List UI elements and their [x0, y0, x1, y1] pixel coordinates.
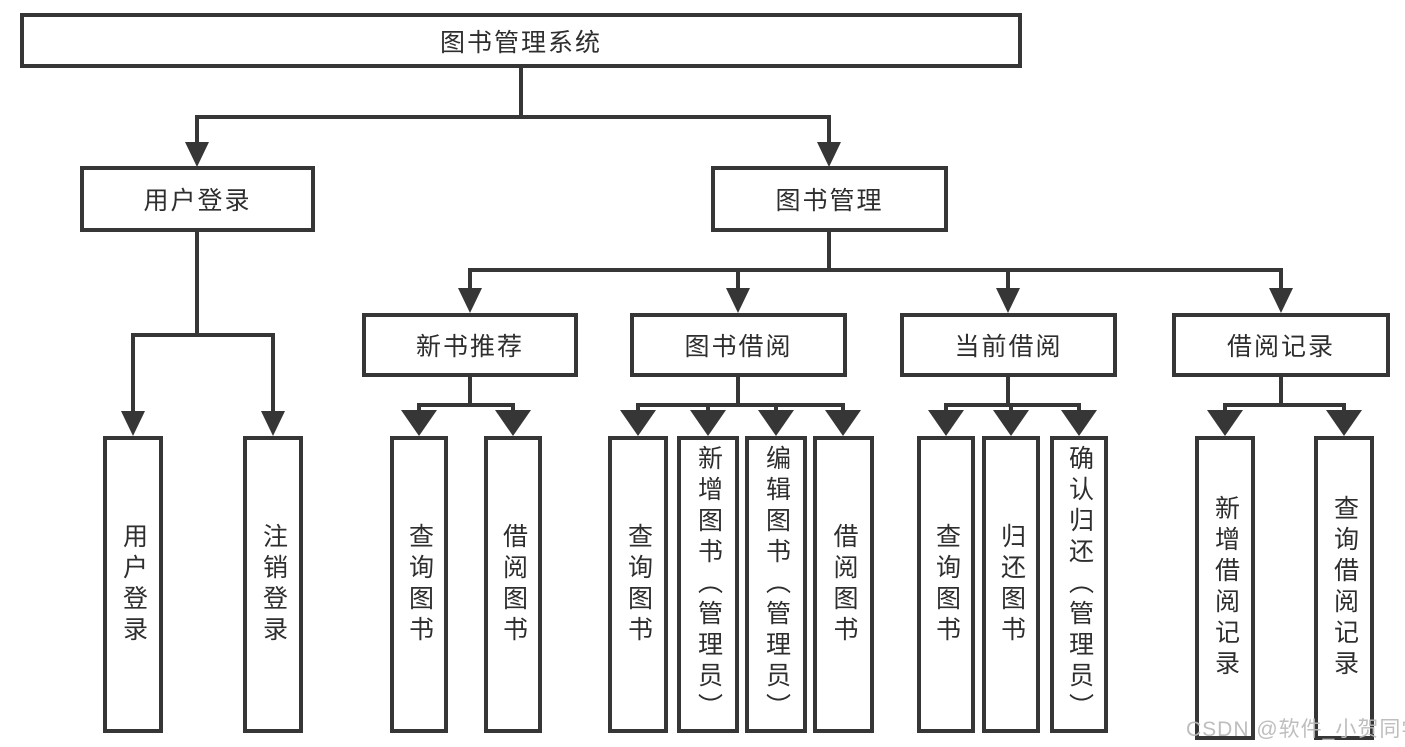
leaf-label: 编辑图书（管理员）: [762, 445, 791, 724]
connector-line: [417, 403, 515, 407]
leaf-label: 借阅图书: [830, 522, 858, 647]
leaf-label: 借阅图书: [499, 522, 528, 647]
leaf-label: 新增借阅记录: [1211, 495, 1240, 681]
connector-line: [195, 115, 831, 119]
leaf-recommend-borrow-books: 借阅图书: [484, 436, 542, 733]
arrowhead-down-icon: [495, 410, 531, 436]
node-label: 当前借阅: [954, 333, 1063, 361]
arrowhead-down-icon: [758, 410, 794, 436]
leaf-label: 确认归还（管理员）: [1065, 445, 1094, 724]
leaf-label: 归还图书: [997, 522, 1026, 647]
connector-line: [827, 115, 831, 145]
leaf-current-return-books: 归还图书: [982, 436, 1040, 733]
connector-line: [1279, 268, 1283, 290]
leaf-label: 新增图书（管理员）: [694, 445, 723, 724]
leaf-label: 查询图书: [624, 522, 653, 647]
node-book-borrowing: 图书借阅: [630, 313, 847, 377]
connector-line: [468, 268, 472, 290]
arrowhead-down-icon: [620, 410, 656, 436]
connector-line: [519, 66, 523, 118]
connector-line: [468, 268, 1283, 272]
connector-line: [1342, 403, 1346, 413]
connector-line: [131, 333, 275, 337]
connector-line: [636, 403, 845, 407]
leaf-current-confirm-return-admin: 确认归还（管理员）: [1050, 436, 1108, 733]
arrowhead-down-icon: [185, 142, 209, 167]
connector-line: [195, 115, 199, 145]
arrowhead-down-icon: [1326, 410, 1362, 436]
leaf-label: 查询图书: [932, 522, 961, 647]
node-current-borrowing: 当前借阅: [900, 313, 1117, 377]
leaf-borrow-borrow-books: 借阅图书: [813, 436, 874, 733]
node-label: 图书管理系统: [439, 28, 602, 57]
connector-line: [636, 403, 640, 413]
arrowhead-down-icon: [1207, 410, 1243, 436]
node-label: 新书推荐: [415, 333, 524, 361]
arrowhead-down-icon: [401, 410, 437, 436]
arrowhead-down-icon: [458, 288, 482, 313]
connector-line: [736, 268, 740, 290]
node-new-book-recommendation: 新书推荐: [362, 313, 578, 377]
leaf-logout: 注销登录: [243, 436, 303, 733]
connector-line: [1006, 268, 1010, 290]
arrowhead-down-icon: [726, 288, 750, 313]
connector-line: [195, 230, 199, 337]
leaf-label: 查询图书: [405, 522, 434, 647]
node-label: 用户登录: [143, 187, 252, 215]
leaf-current-query-books: 查询图书: [917, 436, 975, 733]
connector-line: [841, 403, 845, 413]
connector-line: [1077, 403, 1081, 413]
arrowhead-down-icon: [1269, 288, 1293, 313]
connector-line: [511, 403, 515, 413]
leaf-borrow-query-books: 查询图书: [608, 436, 668, 733]
leaf-label: 注销登录: [259, 522, 288, 647]
leaf-records-query-borrow-record: 查询借阅记录: [1314, 436, 1374, 740]
connector-line: [1223, 403, 1227, 413]
arrowhead-down-icon: [825, 410, 861, 436]
arrowhead-down-icon: [928, 410, 964, 436]
arrowhead-down-icon: [690, 410, 726, 436]
arrowhead-down-icon: [996, 288, 1020, 313]
connector-line: [468, 375, 472, 407]
connector-line: [131, 333, 135, 413]
node-book-management: 图书管理: [711, 166, 948, 232]
connector-line: [774, 403, 778, 413]
node-user-login: 用户登录: [80, 166, 315, 232]
connector-line: [706, 403, 710, 413]
connector-line: [417, 403, 421, 413]
leaf-records-add-borrow-record: 新增借阅记录: [1195, 436, 1255, 740]
leaf-label: 查询借阅记录: [1330, 495, 1359, 681]
node-label: 图书借阅: [684, 333, 793, 361]
connector-line: [271, 333, 275, 413]
leaf-user-login: 用户登录: [103, 436, 163, 733]
connector-line: [1279, 375, 1283, 407]
leaf-recommend-query-books: 查询图书: [390, 436, 448, 733]
arrowhead-down-icon: [261, 411, 285, 436]
leaf-borrow-edit-books-admin: 编辑图书（管理员）: [745, 436, 807, 733]
node-borrowing-records: 借阅记录: [1172, 313, 1390, 377]
arrowhead-down-icon: [1061, 410, 1097, 436]
arrowhead-down-icon: [817, 142, 841, 167]
connector-line: [1006, 375, 1010, 407]
connector-line: [827, 230, 831, 272]
arrowhead-down-icon: [121, 411, 145, 436]
node-library-management-system: 图书管理系统: [20, 13, 1022, 68]
arrowhead-down-icon: [993, 410, 1029, 436]
node-label: 借阅记录: [1226, 333, 1335, 361]
connector-line: [1223, 403, 1346, 407]
leaf-borrow-add-books-admin: 新增图书（管理员）: [677, 436, 739, 733]
node-label: 图书管理: [775, 187, 884, 215]
leaf-label: 用户登录: [119, 522, 148, 647]
connector-line: [736, 375, 740, 407]
connector-line: [1009, 403, 1013, 413]
watermark: CSDN @软件_小贺同学: [1186, 718, 1405, 741]
connector-line: [944, 403, 948, 413]
